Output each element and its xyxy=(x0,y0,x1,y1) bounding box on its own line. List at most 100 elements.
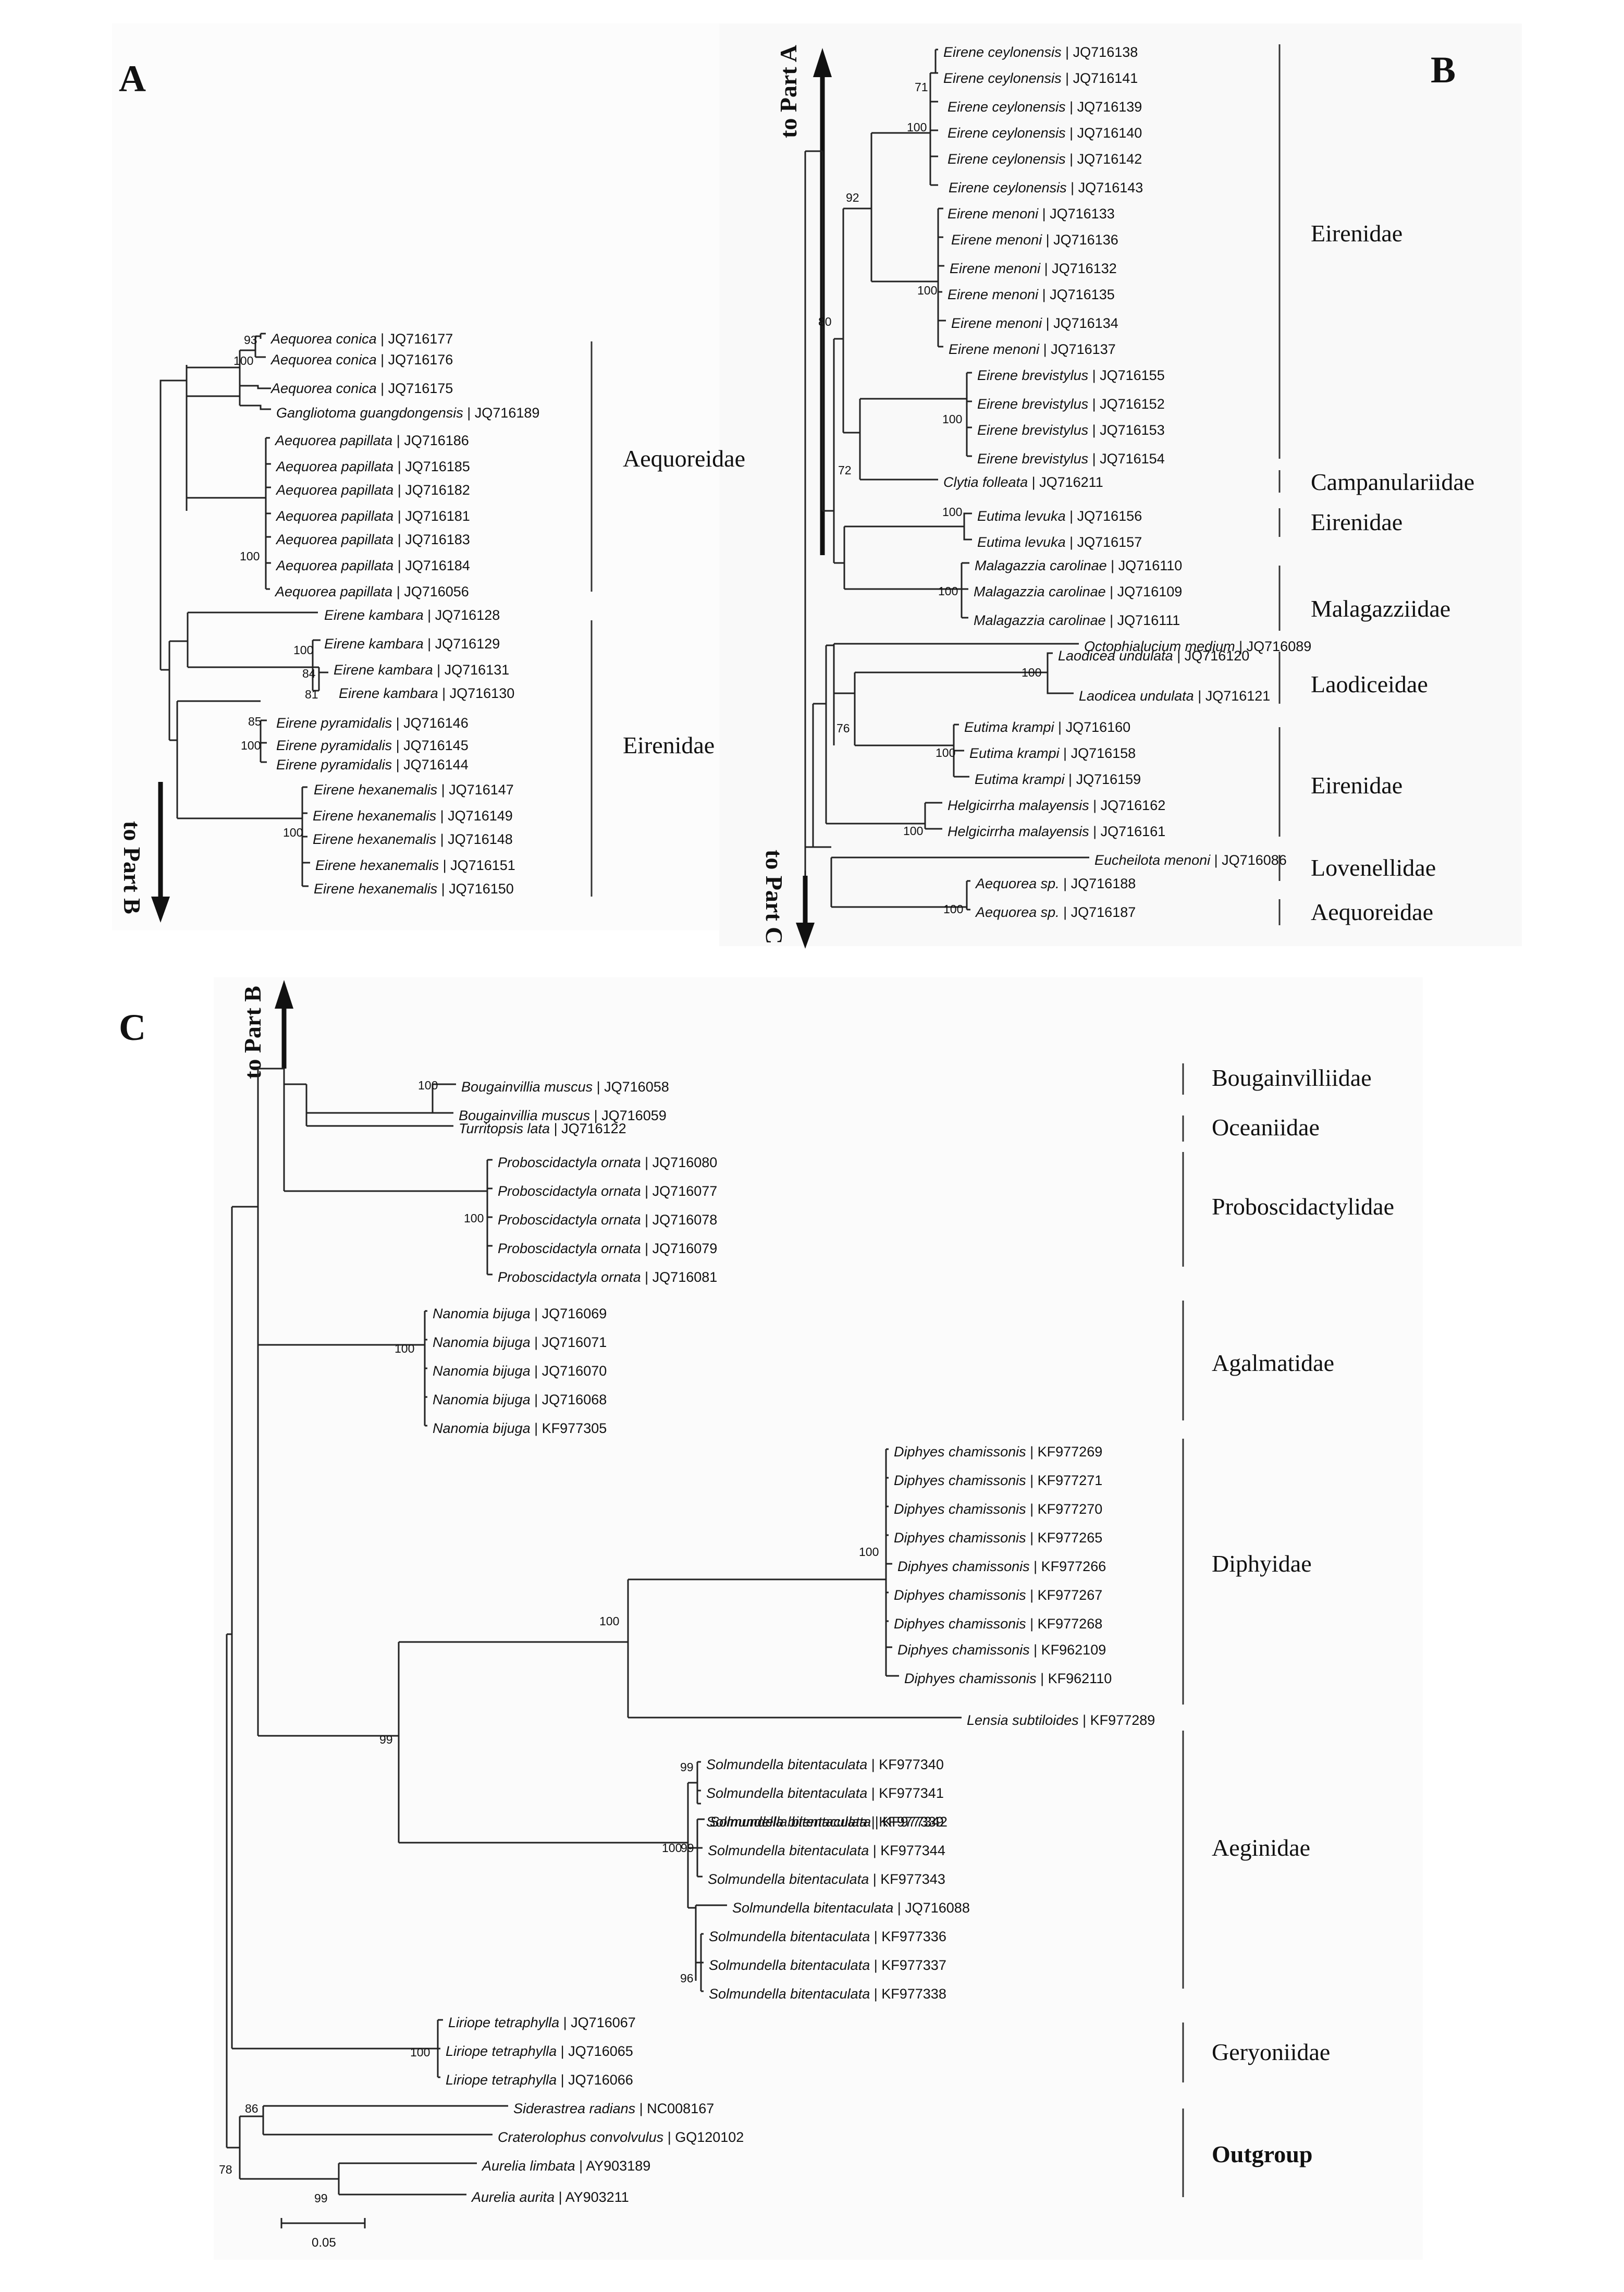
panel-c-families: Bougainvilliidae Oceaniidae Proboscidact… xyxy=(1182,1063,1394,2197)
taxon-label: Eirene hexanemalis | JQ716151 xyxy=(315,857,515,873)
species-name: Eirene pyramidalis xyxy=(276,715,392,731)
accession-number: | JQ716188 xyxy=(1060,876,1136,891)
accession-number: | KF977343 xyxy=(869,1871,945,1887)
taxon-label: Laodicea undulata | JQ716120 xyxy=(1058,648,1249,664)
species-name: Nanomia bijuga xyxy=(433,1363,531,1379)
taxon-label: Craterolophus convolvulus | GQ120102 xyxy=(498,2129,744,2145)
taxon-label: Eutima krampi | JQ716159 xyxy=(975,771,1141,787)
taxon-label: Aequorea papillata | JQ716056 xyxy=(274,584,469,599)
bootstrap-value: 100 xyxy=(410,2045,430,2059)
species-name: Helgicirrha malayensis xyxy=(948,824,1089,839)
accession-number: | JQ716130 xyxy=(438,685,515,701)
species-name: Solmundella bitentaculata xyxy=(706,1785,867,1801)
bootstrap-value: 100 xyxy=(907,120,927,134)
accession-number: | KF977340 xyxy=(867,1757,944,1772)
species-name: Solmundella bitentaculata xyxy=(709,1957,870,1973)
accession-number: | KF977336 xyxy=(870,1929,946,1944)
taxon-label: Aurelia limbata | AY903189 xyxy=(481,2158,650,2174)
accession-number: | JQ716056 xyxy=(392,584,469,599)
accession-number: | KF977339 xyxy=(867,1814,944,1830)
taxon-label: Aurelia aurita | AY903211 xyxy=(471,2189,629,2205)
panel-b-label: B xyxy=(1431,49,1456,91)
species-name: Eirene hexanemalis xyxy=(313,831,436,847)
accession-number: | KF977338 xyxy=(870,1986,946,2002)
taxon-label: Aequorea conica | JQ716175 xyxy=(270,381,453,396)
panel-c-branches xyxy=(226,1068,962,2196)
species-name: Gangliotoma guangdongensis xyxy=(276,405,463,421)
species-name: Aurelia aurita xyxy=(471,2189,555,2205)
species-name: Aequorea papillata xyxy=(275,558,393,573)
species-name: Eirene pyramidalis xyxy=(276,757,392,773)
panel-b-branches xyxy=(804,48,1089,911)
accession-number: | JQ716077 xyxy=(641,1183,718,1199)
species-name: Eirene menoni xyxy=(948,287,1039,302)
accession-number: | KF977341 xyxy=(867,1785,944,1801)
accession-number: | JQ716177 xyxy=(377,331,453,347)
accession-number: | KF977305 xyxy=(531,1420,607,1436)
family-label: Geryoniidae xyxy=(1212,2039,1330,2065)
bootstrap-value: 100 xyxy=(917,284,937,297)
bootstrap-value: 100 xyxy=(903,824,923,838)
bootstrap-value: 76 xyxy=(836,721,850,735)
accession-number: | JQ716154 xyxy=(1088,451,1165,467)
panel-c-bootstraps: 100 100 100 100 100 99 99 100 99 96 100 … xyxy=(219,1078,879,2205)
taxon-label: Proboscidactyla ornata | JQ716079 xyxy=(498,1241,717,1256)
panel-c: C to Part B xyxy=(119,980,1394,2250)
taxon-label: Diphyes chamissonis | KF962110 xyxy=(904,1671,1112,1686)
panel-b-arrowhead-up xyxy=(813,48,832,77)
taxon-label: Eirene menoni | JQ716137 xyxy=(949,341,1116,357)
panel-b: B to Part A to Part C xyxy=(761,44,1474,949)
accession-number: | JQ716145 xyxy=(392,738,469,753)
species-name: Eirene pyramidalis xyxy=(276,738,392,753)
accession-number: | JQ716150 xyxy=(437,881,514,897)
accession-number: | JQ716080 xyxy=(641,1155,718,1170)
accession-number: | JQ716131 xyxy=(433,662,510,678)
species-name: Nanomia bijuga xyxy=(433,1420,531,1436)
species-name: Eirene menoni xyxy=(949,341,1040,357)
bootstrap-value: 100 xyxy=(936,746,955,759)
accession-number: | JQ716078 xyxy=(641,1212,718,1228)
species-name: Solmundella bitentaculata xyxy=(709,1986,870,2002)
panel-b-arrow-up-label: to Part A xyxy=(775,45,802,138)
species-name: Aequorea papillata xyxy=(274,584,392,599)
bootstrap-value: 86 xyxy=(245,2102,259,2115)
taxon-label: Eirene pyramidalis | JQ716145 xyxy=(276,738,469,753)
bootstrap-value: 100 xyxy=(464,1211,484,1225)
species-name: Diphyes chamissonis xyxy=(894,1444,1026,1460)
bootstrap-value: 99 xyxy=(314,2191,328,2205)
species-name: Eirene brevistylus xyxy=(977,367,1088,383)
family-label: Diphyidae xyxy=(1212,1550,1312,1577)
family-label: Malagazziidae xyxy=(1311,595,1450,622)
taxon-label: Aequorea papillata | JQ716184 xyxy=(275,558,470,573)
accession-number: | JQ716086 xyxy=(1210,852,1287,868)
accession-number: | KF977271 xyxy=(1026,1473,1103,1488)
taxon-label: Eirene ceylonensis | JQ716138 xyxy=(943,44,1138,60)
accession-number: | KF977265 xyxy=(1026,1530,1103,1546)
family-label: Oceaniidae xyxy=(1212,1114,1320,1141)
taxon-label: Proboscidactyla ornata | JQ716078 xyxy=(498,1212,717,1228)
species-name: Liriope tetraphylla xyxy=(446,2072,557,2088)
taxon-label: Solmundella bitentaculata | KF977337 xyxy=(709,1957,946,1973)
panel-c-arrowhead xyxy=(275,980,293,1009)
species-name: Octophialucium medium xyxy=(1084,639,1235,654)
taxon-label: Eirene kambara | JQ716131 xyxy=(334,662,509,678)
accession-number: | JQ716138 xyxy=(1062,44,1138,60)
taxon-label: Solmundella bitentaculata | KF977336 xyxy=(709,1929,946,1944)
taxon-label: Eirene pyramidalis | JQ716146 xyxy=(276,715,469,731)
accession-number: | JQ716135 xyxy=(1038,287,1115,302)
taxon-label: Eirene hexanemalis | JQ716150 xyxy=(314,881,514,897)
accession-number: | KF962110 xyxy=(1037,1671,1112,1686)
accession-number: | KF977342 xyxy=(871,1814,948,1830)
accession-number: | JQ716155 xyxy=(1088,367,1165,383)
accession-number: | JQ716143 xyxy=(1067,180,1143,195)
taxon-label: Diphyes chamissonis | KF977267 xyxy=(894,1587,1102,1603)
accession-number: | JQ716070 xyxy=(531,1363,607,1379)
scale-bar-label: 0.05 xyxy=(312,2236,336,2250)
accession-number: | JQ716156 xyxy=(1066,508,1142,524)
species-name: Siderastrea radians xyxy=(513,2101,635,2116)
accession-number: | JQ716142 xyxy=(1066,151,1142,167)
taxon-label: Aequorea papillata | JQ716185 xyxy=(275,459,470,474)
taxon-label: Eirene ceylonensis | JQ716140 xyxy=(948,125,1142,141)
accession-number: | JQ716133 xyxy=(1038,206,1115,222)
bootstrap-value: 78 xyxy=(219,2163,232,2176)
